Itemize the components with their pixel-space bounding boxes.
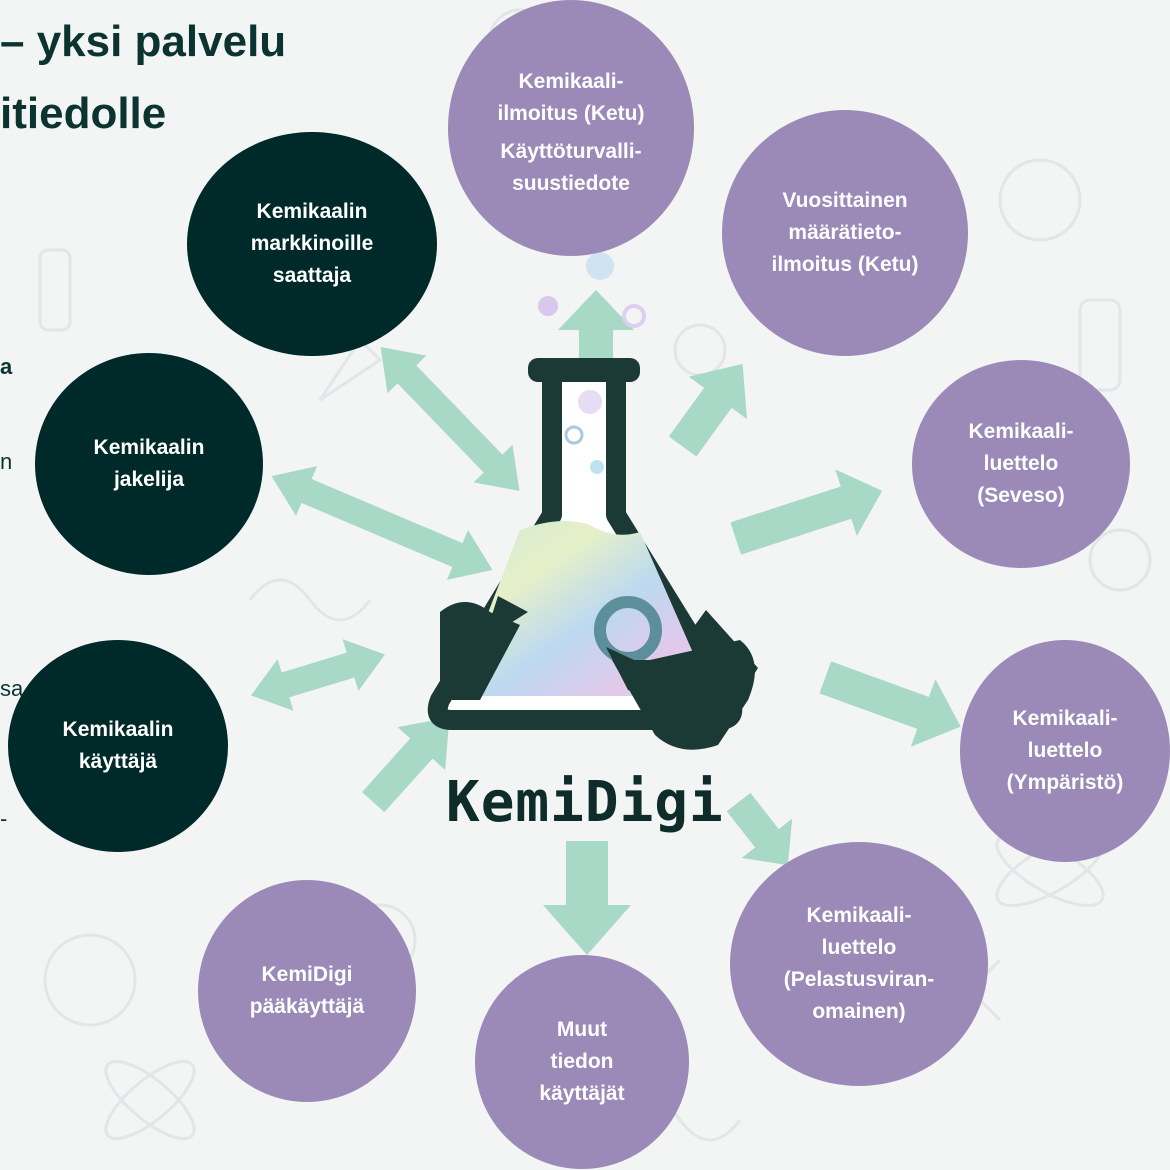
node-distributor: Kemikaalin jakelija (35, 353, 263, 575)
node-admin-label: KemiDigi pääkäyttäjä (249, 963, 365, 1018)
node-notification-label: Kemikaali- ilmoitus (Ketu) (497, 70, 645, 125)
cut-off-text-fragment: a (0, 354, 13, 379)
node-distributor-label: Kemikaalin jakelija (93, 436, 205, 491)
node-other-users-label: Muut tiedon käyttäjät (539, 1018, 625, 1105)
arrow-from-admin (362, 717, 450, 813)
page-title-line-1: – yksi palvelu (0, 17, 287, 66)
cut-off-text-fragment: sa (0, 676, 24, 701)
double-arrow-marketer (380, 347, 520, 491)
node-annual-report: Vuosittainen määrätieto- ilmoitus (Ketu) (722, 110, 968, 356)
node-rescue-authority-label: Kemikaali- luettelo (Pelastusviran- omai… (783, 904, 935, 1023)
arrow-environment (819, 661, 961, 747)
cut-off-text-fragment: n (0, 449, 13, 474)
node-seveso-label: Kemikaali- luettelo (Seveso) (968, 420, 1074, 507)
node-notification: Kemikaali- ilmoitus (Ketu) Käyttöturvall… (448, 0, 694, 256)
node-marketer: Kemikaalin markkinoille saattaja (187, 132, 437, 356)
node-safety-sheet-label: Käyttöturvalli- suustiedote (500, 140, 642, 195)
node-environment-label: Kemikaali- luettelo (Ympäristö) (1006, 707, 1124, 794)
node-user: Kemikaalin käyttäjä (8, 640, 228, 852)
arrow-up-notification (558, 290, 634, 366)
node-seveso: Kemikaali- luettelo (Seveso) (912, 360, 1130, 568)
node-rescue-authority: Kemikaali- luettelo (Pelastusviran- omai… (730, 842, 988, 1086)
arrow-rescue (726, 792, 793, 866)
node-annual-report-label: Vuosittainen määrätieto- ilmoitus (Ketu) (771, 189, 919, 276)
node-user-label: Kemikaalin käyttäjä (62, 718, 174, 773)
arrow-seveso (730, 469, 883, 555)
node-admin: KemiDigi pääkäyttäjä (198, 880, 416, 1102)
arrow-annual (668, 363, 748, 457)
node-environment: Kemikaali- luettelo (Ympäristö) (960, 640, 1170, 862)
page-title-line-2: itiedolle (0, 89, 167, 138)
flask-with-hands-icon (427, 252, 758, 750)
arrow-down-other-users (543, 841, 631, 955)
double-arrow-user (251, 639, 385, 711)
cut-off-text-fragment: - (0, 806, 8, 831)
kemidigi-logo-text: KemiDigi (446, 770, 724, 835)
node-other-users: Muut tiedon käyttäjät (475, 955, 689, 1169)
arrow-group (251, 290, 961, 955)
double-arrow-distributor (271, 466, 493, 580)
node-marketer-label: Kemikaalin markkinoille saattaja (250, 200, 374, 287)
